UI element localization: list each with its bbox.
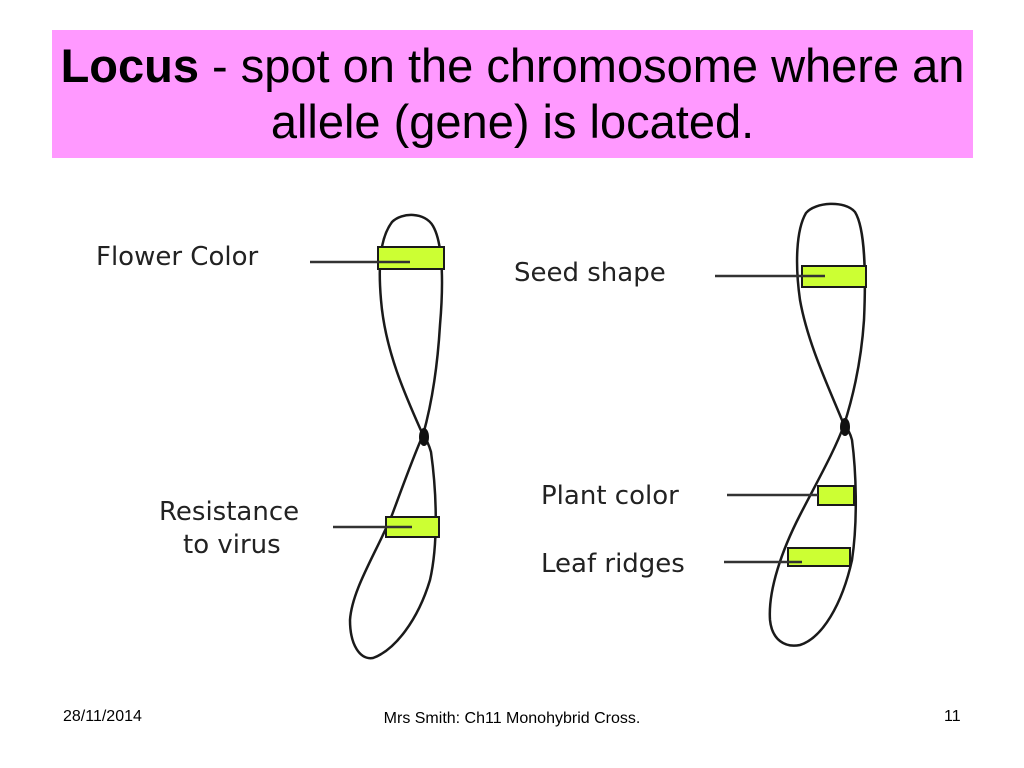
label-seed-shape: Seed shape [514,258,666,288]
right-centromere [840,418,850,436]
left-chromosome: Flower Color Resistance to virus [96,213,445,660]
title-term: Locus [60,39,199,92]
locus-flower-color [377,246,445,270]
label-resistance: Resistance [159,497,299,527]
left-chromosome-outline [348,213,444,660]
chromosome-diagram: Flower Color Resistance to virus Seed sh… [96,202,867,660]
title-banner: Locus - spot on the chromosome where an … [52,30,973,158]
label-flower-color: Flower Color [96,242,258,272]
footer-page-number: 11 [944,708,961,725]
label-plant-color: Plant color [541,481,679,511]
label-leaf-ridges: Leaf ridges [541,549,685,579]
locus-plant-color [817,485,855,506]
right-chromosome: Seed shape Plant color Leaf ridges [514,202,867,647]
slide-title: Locus - spot on the chromosome where an … [52,38,973,150]
label-to-virus: to virus [183,530,281,560]
title-definition: - spot on the chromosome where an allele… [198,39,965,148]
left-centromere [419,428,429,446]
right-chromosome-outline [768,202,867,647]
footer-course: Mrs Smith: Ch11 Monohybrid Cross. [383,710,641,727]
footer-date: 28/11/2014 [63,708,142,725]
locus-leaf-ridges [787,547,851,567]
